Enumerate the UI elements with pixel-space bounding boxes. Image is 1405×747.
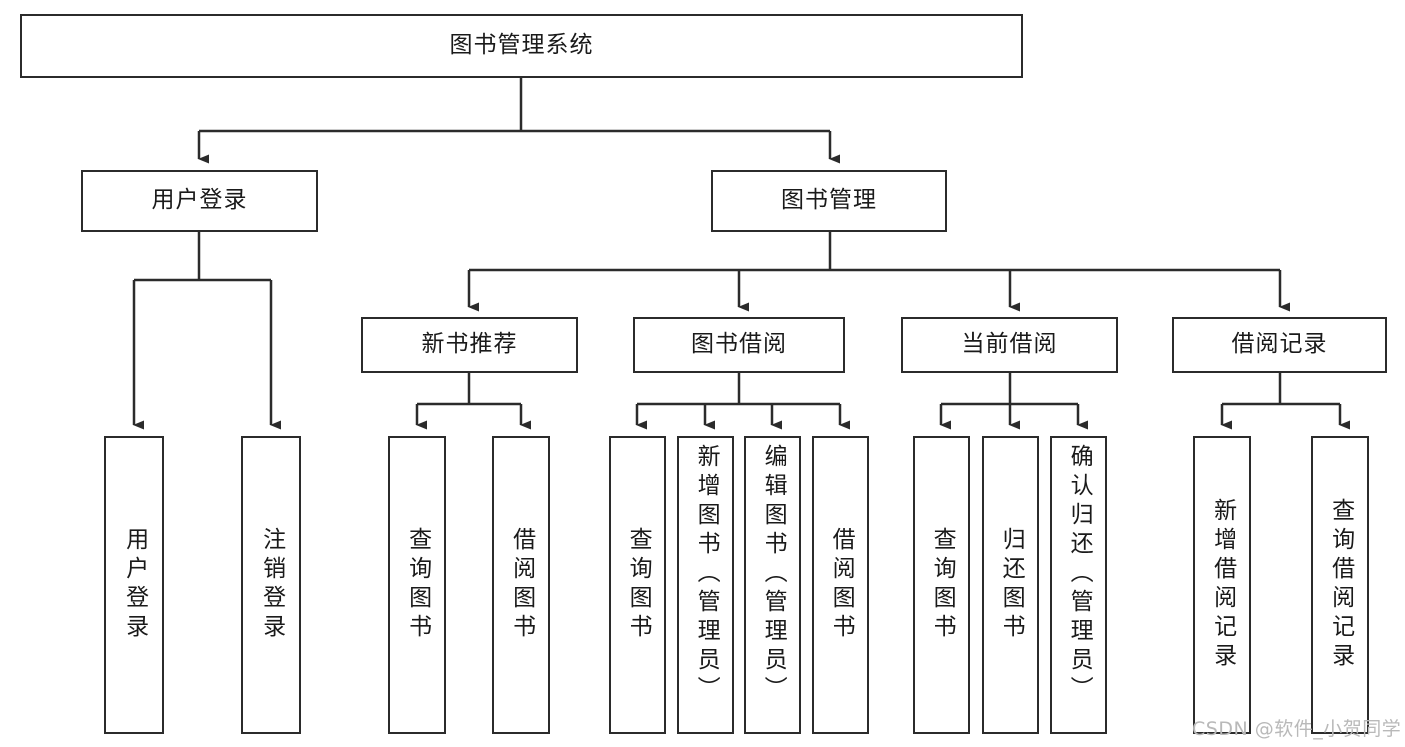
node-book-borrow[interactable]: 图书借阅 xyxy=(633,317,845,373)
leaf-current-return-book[interactable]: 归还图书 xyxy=(982,436,1039,734)
node-new-book-recommend[interactable]: 新书推荐 xyxy=(361,317,578,373)
leaf-borrow-edit-book-admin[interactable]: 编辑图书（管理员） xyxy=(744,436,801,734)
leaf-borrow-add-book-admin[interactable]: 新增图书（管理员） xyxy=(677,436,734,734)
csdn-watermark: CSDN @软件_小贺同学 xyxy=(1192,718,1402,740)
leaf-record-query-record[interactable]: 查询借阅记录 xyxy=(1311,436,1369,734)
node-book-management[interactable]: 图书管理 xyxy=(711,170,947,232)
leaf-borrow-borrow-book[interactable]: 借阅图书 xyxy=(812,436,869,734)
leaf-recommend-query-book[interactable]: 查询图书 xyxy=(388,436,446,734)
leaf-recommend-borrow-book[interactable]: 借阅图书 xyxy=(492,436,550,734)
node-borrow-record[interactable]: 借阅记录 xyxy=(1172,317,1387,373)
node-user-login[interactable]: 用户登录 xyxy=(81,170,318,232)
leaf-record-add-record[interactable]: 新增借阅记录 xyxy=(1193,436,1251,734)
leaf-user-login-logout[interactable]: 注销登录 xyxy=(241,436,301,734)
leaf-borrow-query-book[interactable]: 查询图书 xyxy=(609,436,666,734)
node-current-borrow[interactable]: 当前借阅 xyxy=(901,317,1118,373)
leaf-user-login-login[interactable]: 用户登录 xyxy=(104,436,164,734)
node-root-system[interactable]: 图书管理系统 xyxy=(20,14,1023,78)
leaf-current-confirm-return-admin[interactable]: 确认归还（管理员） xyxy=(1050,436,1107,734)
leaf-current-query-book[interactable]: 查询图书 xyxy=(913,436,970,734)
